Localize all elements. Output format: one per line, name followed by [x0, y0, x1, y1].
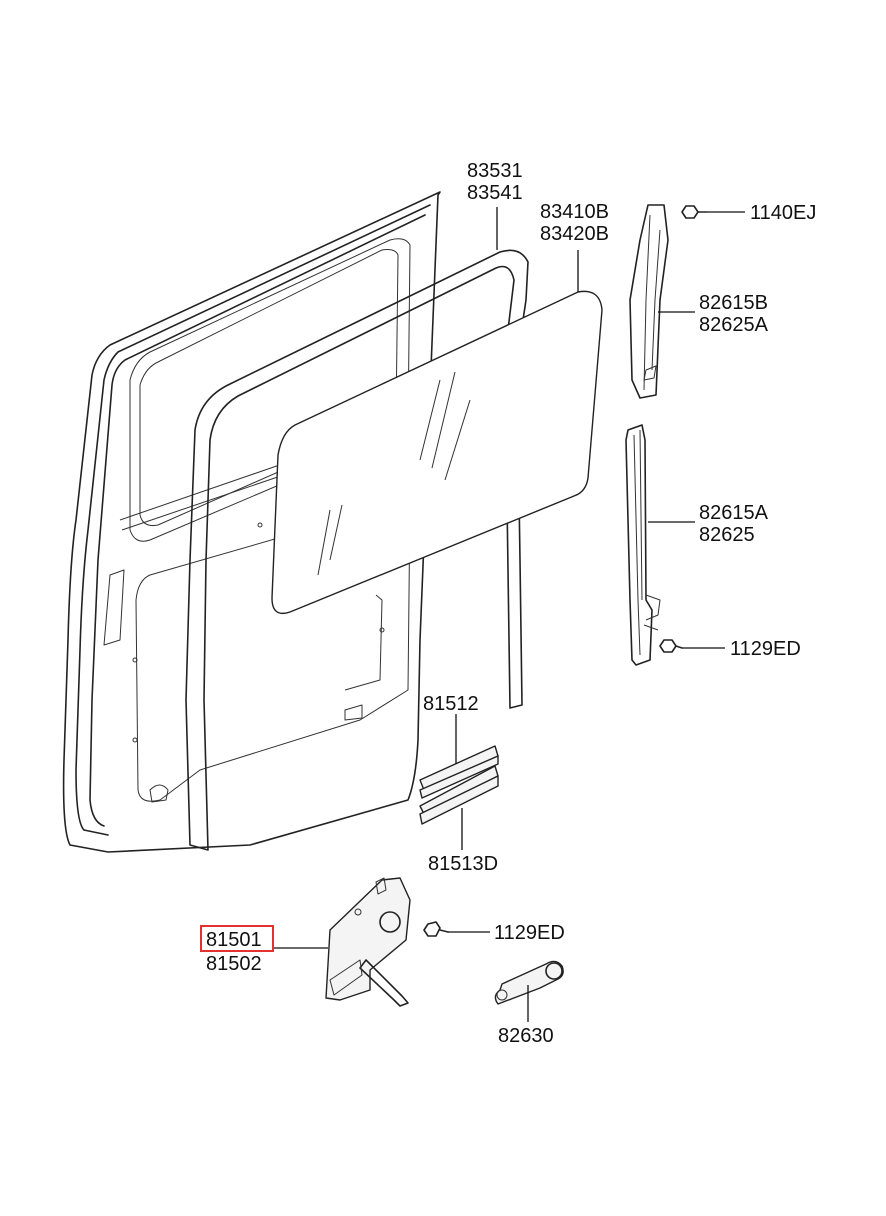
- bolt-channel-icon: [659, 639, 683, 653]
- label-bolt-regulator: 1129ED: [494, 922, 565, 944]
- label-regulator-1: 81501: [206, 929, 262, 951]
- label-glass-run-1: 83531: [467, 160, 523, 182]
- highlight-box: [200, 925, 274, 952]
- label-regulator-2: 81502: [206, 953, 262, 975]
- channel-upper: [629, 204, 669, 399]
- label-handle: 82630: [498, 1025, 554, 1047]
- door-panel: [62, 191, 441, 853]
- sash-channel-upper: [419, 745, 499, 799]
- label-bolt-top: 1140EJ: [750, 202, 816, 224]
- door-glass: [271, 290, 603, 615]
- leader-lines: [274, 207, 745, 1022]
- sash-channel-lower: [419, 765, 499, 825]
- label-channel-lower-2: 82625: [699, 524, 755, 546]
- label-channel-upper-1: 82615B: [699, 292, 768, 314]
- label-door-glass-2: 83420B: [540, 223, 609, 245]
- label-door-glass-1: 83410B: [540, 201, 609, 223]
- bolt-top-icon: [681, 205, 707, 219]
- label-bolt-channel: 1129ED: [730, 638, 801, 660]
- channel-lower: [625, 424, 661, 666]
- window-regulator: [325, 877, 411, 1007]
- label-channel-lower-1: 82615A: [699, 502, 769, 524]
- label-sash-lower: 81513D: [428, 853, 498, 875]
- bolt-regulator-icon: [423, 921, 449, 937]
- window-handle: [494, 960, 564, 1005]
- label-glass-run-2: 83541: [467, 182, 523, 204]
- label-channel-upper-2: 82625A: [699, 314, 769, 336]
- callout-labels: 83531 83541 83410B 83420B 1140EJ 82615B …: [200, 160, 816, 1047]
- glass-run-seal: [185, 249, 529, 851]
- label-sash-upper: 81512: [423, 693, 479, 715]
